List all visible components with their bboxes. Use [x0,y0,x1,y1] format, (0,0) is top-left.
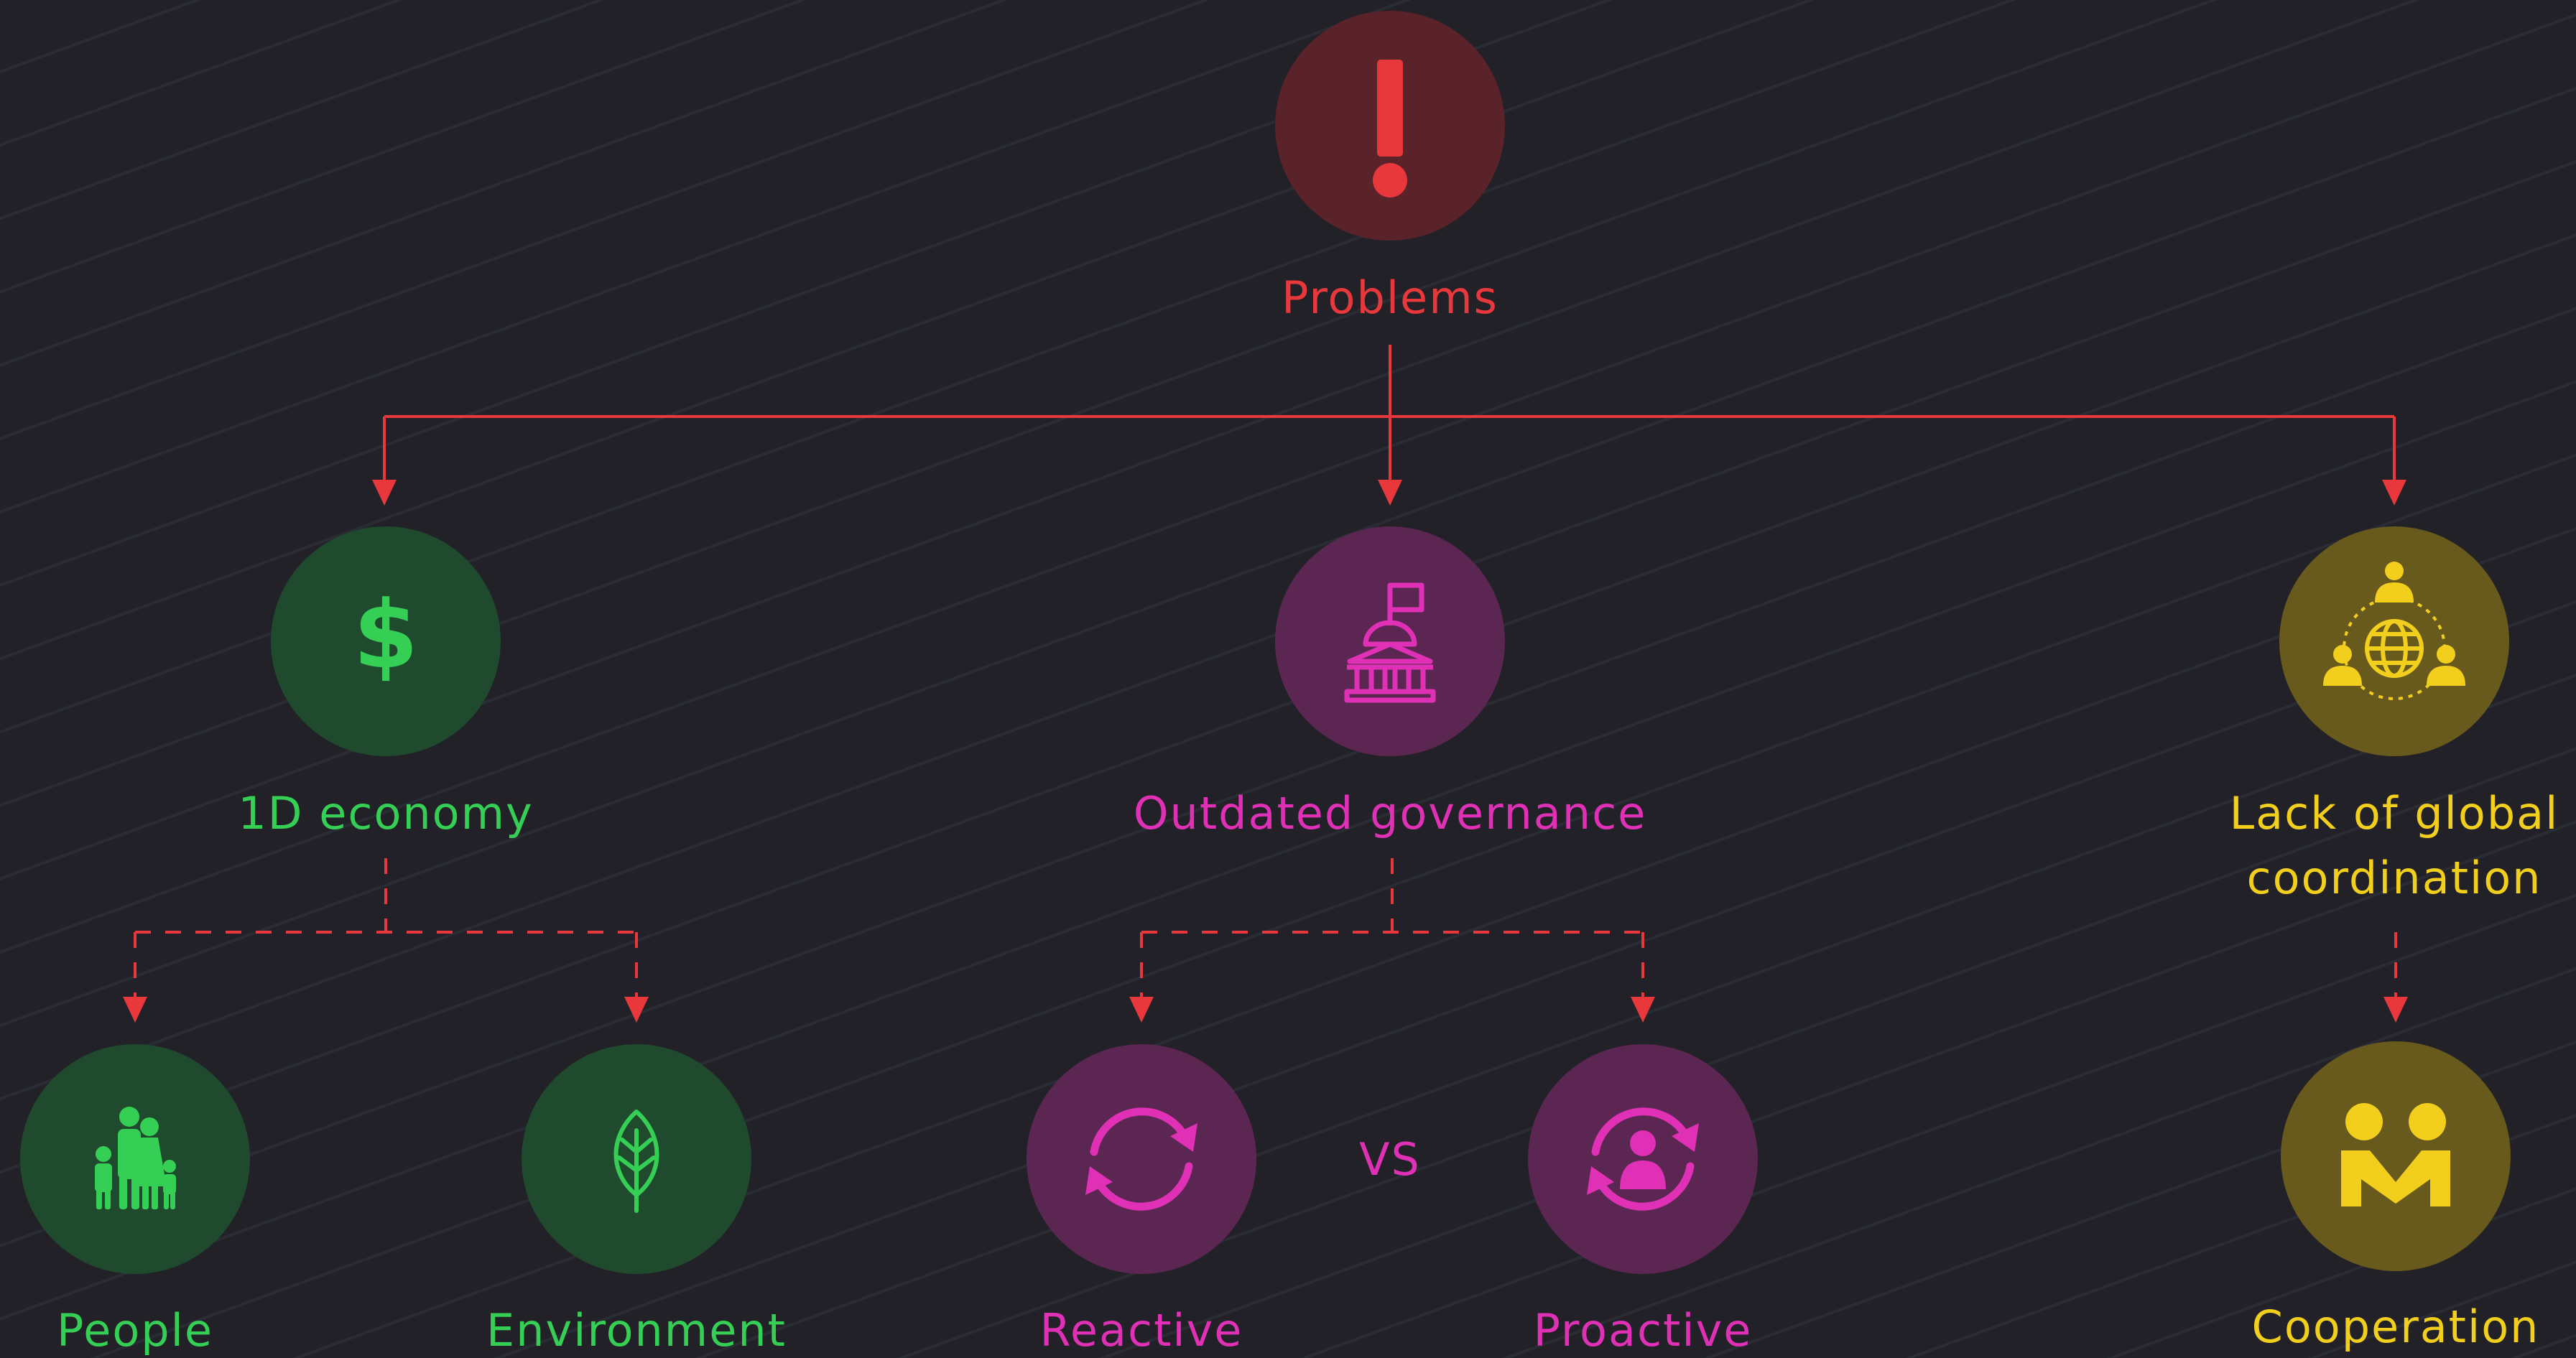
environment-label: Environment [486,1304,787,1357]
problems-node [1275,11,1505,241]
versus-label: VS [1359,1133,1421,1186]
solid-connectors [384,345,2394,418]
refresh-arrows-icon [1085,1107,1197,1211]
svg-text:$: $ [353,580,418,689]
cooperation-node [2281,1041,2511,1271]
exclamation-icon [1373,60,1407,197]
leaf-icon [613,1110,659,1213]
capitol-flag-icon [1344,582,1436,703]
proactive-node [1528,1044,1758,1274]
people-label: People [57,1304,213,1357]
dashed-arrowheads [123,997,2408,1023]
governance-label: Outdated governance [1133,787,1647,840]
person-cycle-icon [1587,1107,1699,1211]
reactive-node [1027,1044,1256,1274]
solid-arrows [372,417,2406,506]
governance-node [1275,526,1505,756]
proactive-label: Proactive [1533,1304,1753,1357]
coordination-label-line1: Lack of global [2229,787,2559,840]
arrowhead-coordination [2382,480,2406,506]
dollar-icon: $ [353,580,418,689]
coordination-label: Lack of global coordination [2230,781,2559,911]
people-node [20,1044,250,1274]
economy-node: $ [271,526,501,756]
environment-node [522,1044,751,1274]
handshake-people-icon [2341,1103,2450,1206]
dashed-connectors [134,858,2397,1000]
global-network-icon [2323,562,2465,700]
reactive-label: Reactive [1039,1304,1243,1357]
problems-label: Problems [1282,271,1498,324]
coordination-node [2279,526,2509,756]
arrowhead-governance [1378,480,1402,506]
family-icon [95,1107,176,1209]
arrowhead-proactive [1631,997,1655,1023]
cooperation-label: Cooperation [2251,1301,2540,1353]
arrowhead-reactive [1129,997,1154,1023]
arrowhead-people [123,997,147,1023]
arrowhead-cooperation [2383,997,2408,1023]
arrowhead-economy [372,480,397,506]
coordination-label-line2: coordination [2246,852,2542,904]
arrowhead-environment [624,997,649,1023]
economy-label: 1D economy [238,787,534,840]
